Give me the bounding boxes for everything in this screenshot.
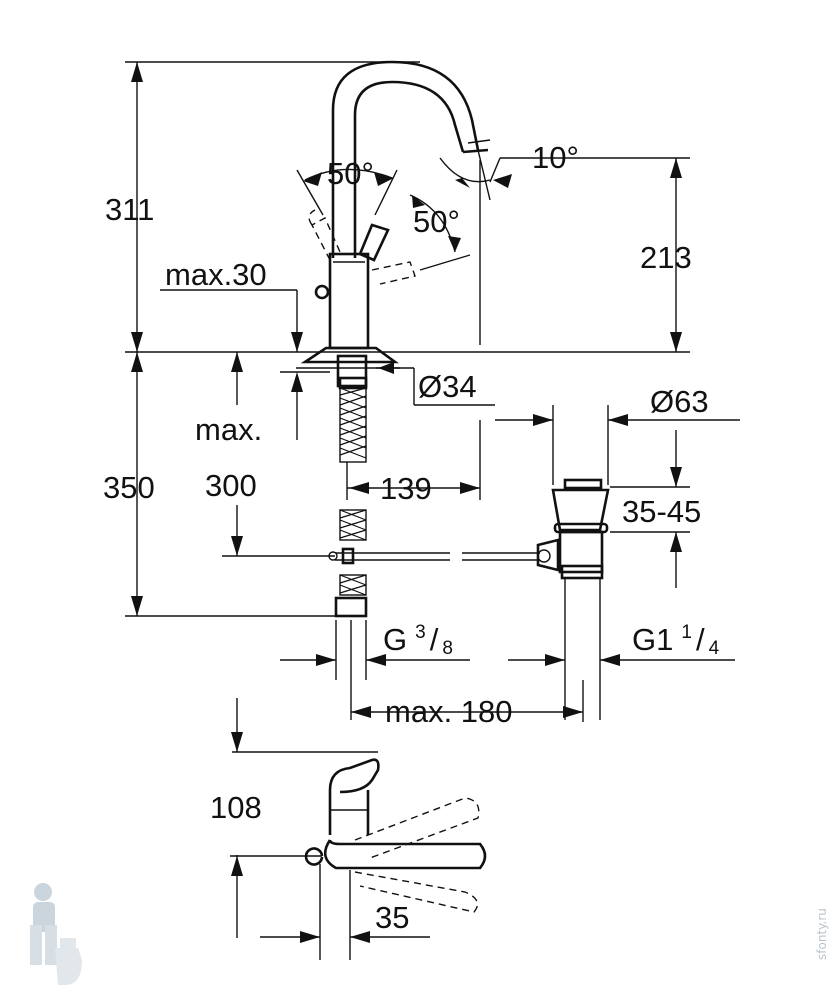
label-angle-spout: 10° (532, 140, 579, 175)
label-angle-right: 50° (413, 204, 460, 239)
label-108: 108 (210, 790, 262, 825)
dimension-g114 (508, 654, 735, 666)
label-d63: Ø63 (650, 384, 709, 419)
dimension-311 (125, 61, 420, 352)
dimension-350 (125, 352, 340, 617)
label-35-45: 35-45 (622, 494, 701, 529)
faucet-plan (230, 698, 487, 960)
label-139: 139 (380, 471, 432, 506)
dimension-max30 (160, 289, 330, 440)
label-max30: max.30 (165, 257, 267, 292)
dimension-35 (260, 931, 430, 943)
dimension-213 (670, 158, 682, 352)
angle-arrows (303, 172, 512, 252)
dimension-g38 (280, 620, 470, 680)
plumber-mascot-icon (30, 883, 82, 985)
mounting-assembly (296, 346, 540, 720)
dimension-max300 (222, 352, 335, 557)
dimension-max180 (351, 680, 584, 722)
label-max: max. (195, 412, 262, 447)
label-angle-left: 50° (327, 156, 374, 191)
label-g38: G 3 / 8 (383, 622, 453, 659)
popup-waste (495, 405, 740, 720)
label-max180: max. 180 (385, 694, 513, 729)
label-300: 300 (205, 468, 257, 503)
label-35: 35 (375, 900, 409, 935)
faucet-elevation (125, 60, 690, 353)
label-213: 213 (640, 240, 692, 275)
label-g114: G1 1 / 4 (632, 622, 720, 659)
dimension-139 (346, 420, 481, 500)
watermark-text: sfonty.ru (815, 908, 829, 960)
label-350: 350 (103, 470, 155, 505)
label-311: 311 (105, 192, 154, 227)
dimension-35-45 (610, 430, 690, 588)
label-d34: Ø34 (418, 369, 477, 404)
dimension-d34 (376, 362, 495, 406)
